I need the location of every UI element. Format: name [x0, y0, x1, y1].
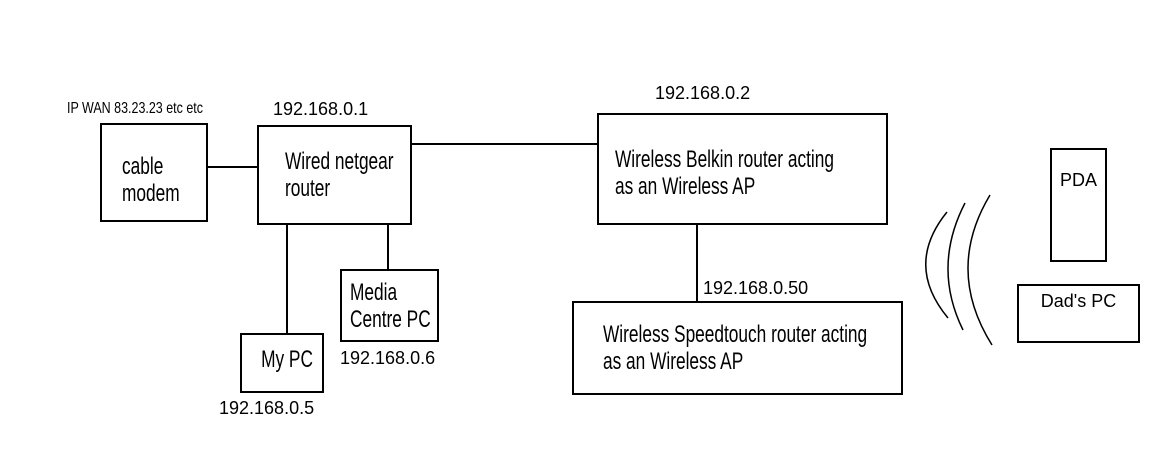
- node-pda: PDA: [1050, 148, 1107, 262]
- connector-cablemodem-netgear: [208, 166, 258, 168]
- label-wan-ip: IP WAN 83.23.23 etc etc: [67, 100, 203, 117]
- node-label: Wired netgear router: [285, 148, 394, 202]
- node-label: Dad's PC: [1040, 291, 1117, 311]
- node-label: Wireless Belkin router acting as an Wire…: [615, 146, 834, 200]
- node-media-centre-pc: Media Centre PC: [340, 269, 439, 342]
- connector-netgear-mediacentre: [387, 225, 389, 270]
- connector-netgear-mypc: [286, 225, 288, 333]
- node-label: Media Centre PC: [350, 278, 431, 333]
- node-cable-modem: cable modem: [100, 123, 208, 222]
- label-netgear-ip: 192.168.0.1: [273, 99, 369, 119]
- connector-belkin-speedtouch: [696, 225, 698, 301]
- label-my-pc-ip: 192.168.0.5: [219, 398, 315, 418]
- node-label: My PC: [261, 345, 313, 373]
- node-label: Wireless Speedtouch router acting as an …: [603, 321, 868, 375]
- node-label: PDA: [1059, 170, 1097, 190]
- wireless-arc: [925, 211, 949, 319]
- wireless-arc: [947, 202, 966, 331]
- label-belkin-ip: 192.168.0.2: [655, 83, 751, 103]
- node-my-pc: My PC: [240, 333, 324, 393]
- wireless-arc: [967, 194, 993, 346]
- connector-netgear-belkin: [412, 143, 597, 145]
- node-wireless-belkin-router: Wireless Belkin router acting as an Wire…: [597, 113, 888, 225]
- node-wireless-speedtouch-router: Wireless Speedtouch router acting as an …: [572, 301, 903, 395]
- label-media-centre-pc-ip: 192.168.0.6: [340, 348, 436, 368]
- node-label: cable modem: [122, 152, 180, 207]
- wireless-signal-icon: [925, 194, 993, 346]
- label-speedtouch-ip: 192.168.0.50: [703, 278, 809, 298]
- node-dads-pc: Dad's PC: [1017, 284, 1140, 343]
- node-wired-netgear-router: Wired netgear router: [257, 125, 412, 225]
